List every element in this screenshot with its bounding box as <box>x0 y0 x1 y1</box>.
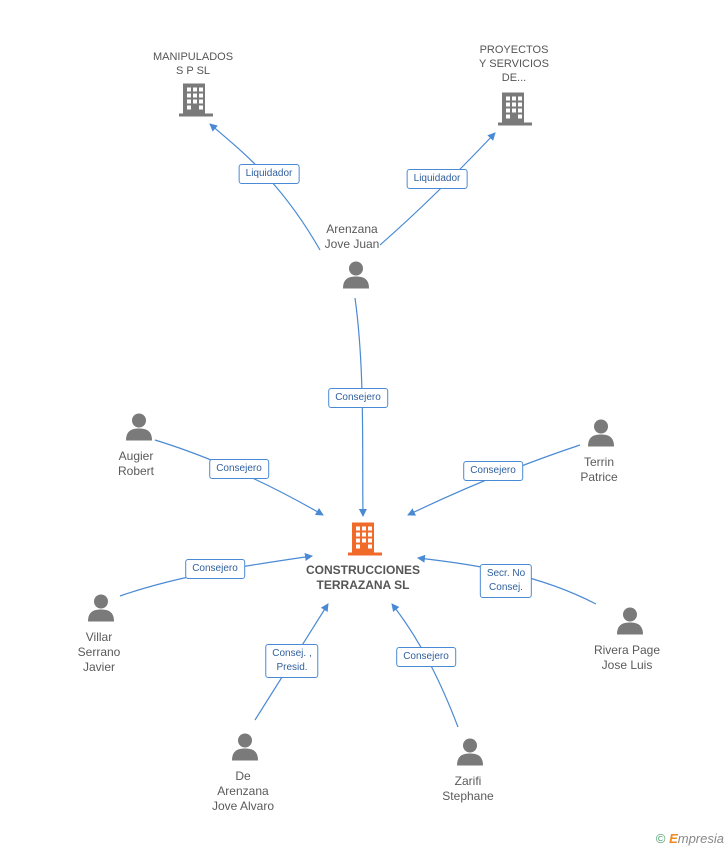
edge-label-liquidador-proyectos[interactable]: Liquidador <box>406 169 468 189</box>
brand-letter: E <box>669 831 678 846</box>
node-label-arenzana-juan[interactable]: Arenzana Jove Juan <box>324 222 380 251</box>
person-icon[interactable] <box>87 594 115 627</box>
central-building-icon[interactable] <box>348 521 382 562</box>
edge-juan-proyectos <box>379 132 496 246</box>
node-label-proyectos[interactable]: PROYECTOS Y SERVICIOS DE... <box>479 44 549 84</box>
edge-label-secr-rivera[interactable]: Secr. No Consej. <box>479 564 533 598</box>
node-label-augier[interactable]: Augier Robert <box>117 449 155 478</box>
edge-label-consej-presid[interactable]: Consej. , Presid. <box>265 644 319 678</box>
edge-label-consejero-augier[interactable]: Consejero <box>209 459 269 479</box>
person-icon[interactable] <box>231 733 259 766</box>
person-icon[interactable] <box>125 413 153 446</box>
person-icon[interactable] <box>456 738 484 771</box>
node-label-rivera[interactable]: Rivera Page Jose Luis <box>593 643 661 672</box>
node-label-zarifi[interactable]: Zarifi Stephane <box>442 774 494 803</box>
building-icon[interactable] <box>498 91 532 132</box>
person-icon[interactable] <box>616 607 644 640</box>
person-icon[interactable] <box>587 419 615 452</box>
edge-label-consejero-zarifi[interactable]: Consejero <box>396 647 456 667</box>
edge-label-liquidador-manipulados[interactable]: Liquidador <box>238 164 300 184</box>
edge-juan-central <box>354 297 367 517</box>
edge-label-consejero-terrin[interactable]: Consejero <box>463 461 523 481</box>
building-icon[interactable] <box>179 82 213 123</box>
copyright-symbol: © <box>655 831 666 846</box>
node-label-de-arenzana[interactable]: De Arenzana Jove Alvaro <box>211 769 275 813</box>
edge-juan-manipulados <box>209 123 321 251</box>
node-label-terrin[interactable]: Terrin Patrice <box>580 455 618 484</box>
edge-label-consejero-juan[interactable]: Consejero <box>328 388 388 408</box>
node-label-villar[interactable]: Villar Serrano Javier <box>77 630 121 674</box>
empresia-logo: © Empresia <box>656 831 724 846</box>
edge-label-consejero-villar[interactable]: Consejero <box>185 559 245 579</box>
node-label-manipulados[interactable]: MANIPULADOS S P SL <box>152 51 234 77</box>
node-label-central[interactable]: CONSTRUCCIONES TERRAZANA SL <box>305 563 421 592</box>
brand-text: mpresia <box>677 831 724 846</box>
person-icon[interactable] <box>342 261 370 294</box>
